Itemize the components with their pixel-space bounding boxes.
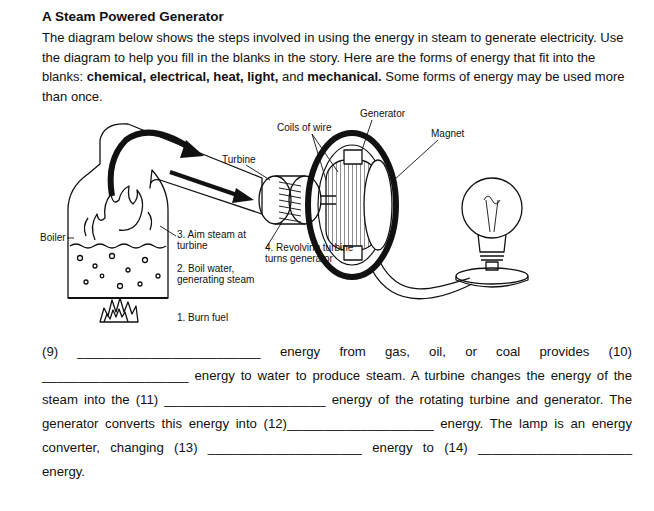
- turbine-blade: [279, 182, 301, 186]
- fill-in-story: (9) _________________________ energy fro…: [42, 340, 632, 484]
- steam-swirl: [92, 186, 142, 240]
- turbine-blades: [279, 182, 301, 222]
- step-label: 3. Aim steam at turbine: [177, 229, 249, 251]
- leader-lines: [67, 120, 438, 248]
- step-label: 1. Burn fuel: [177, 312, 228, 323]
- energy-word-list: mechanical.: [307, 69, 381, 84]
- turbine-blade: [279, 212, 301, 216]
- part-label: Turbine: [222, 154, 256, 165]
- instruction-text: and: [282, 69, 304, 84]
- turbine-blade: [279, 188, 301, 192]
- light-bulb: [462, 178, 522, 238]
- turbine-blade: [279, 194, 301, 198]
- turbine-blade: [279, 206, 301, 210]
- turbine-blade: [279, 218, 301, 222]
- fire: [100, 298, 138, 322]
- bubbles: [78, 254, 161, 289]
- part-label: Boiler: [40, 232, 66, 243]
- magnet-pole: [344, 150, 362, 164]
- energy-word-list: chemical, electrical, heat, light,: [87, 69, 278, 84]
- turbine-blade: [279, 200, 301, 204]
- step-label: 4. Revolving turbine turns generator: [265, 242, 355, 264]
- lamp-base: [456, 268, 528, 284]
- part-label: Coils of wire: [277, 122, 331, 133]
- part-label: Magnet: [431, 128, 464, 139]
- part-label: Generator: [360, 108, 405, 119]
- water-surface: [70, 244, 166, 248]
- steam-flow-arrow: [111, 133, 190, 196]
- instructions: The diagram below shows the steps involv…: [42, 28, 627, 106]
- worksheet-title: A Steam Powered Generator: [42, 9, 224, 24]
- step-label: 2. Boil water, generating steam: [177, 263, 281, 285]
